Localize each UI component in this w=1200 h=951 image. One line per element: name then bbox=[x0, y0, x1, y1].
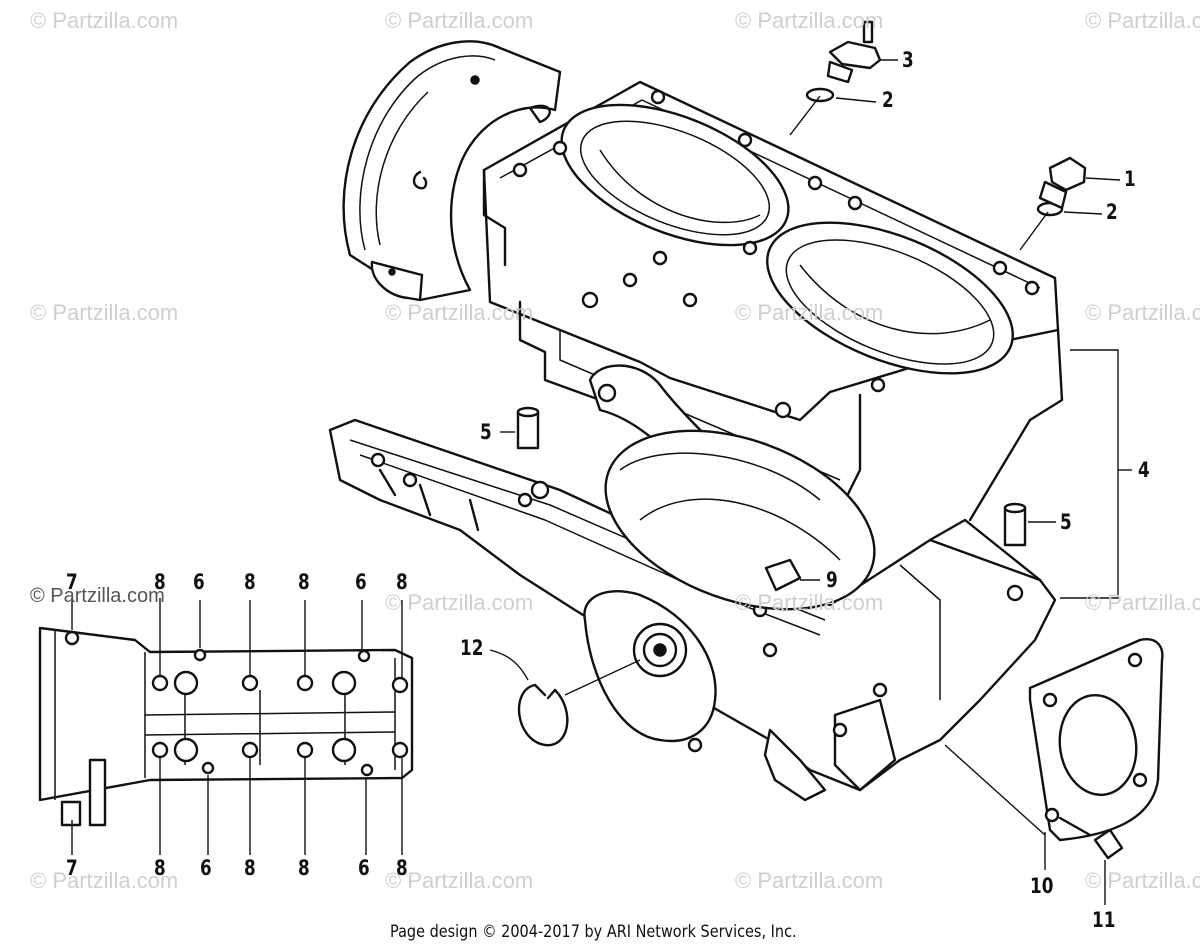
leader-lines bbox=[489, 59, 1132, 905]
part-3-fitting bbox=[826, 20, 882, 84]
watermark: © Partzilla.com bbox=[385, 590, 534, 615]
cover-plate-10 bbox=[1028, 638, 1164, 842]
callout-6[interactable]: 6 bbox=[200, 856, 212, 880]
watermark: © Partzilla.com bbox=[385, 868, 534, 893]
callout-3[interactable]: 3 bbox=[902, 48, 914, 72]
watermark: © Partzilla.com bbox=[1085, 300, 1200, 325]
callout-5[interactable]: 5 bbox=[1060, 510, 1072, 534]
flywheel-housing bbox=[342, 40, 562, 302]
watermark: © Partzilla.com bbox=[385, 8, 534, 33]
callout-4[interactable]: 4 bbox=[1138, 458, 1150, 482]
callout-12[interactable]: 12 bbox=[460, 636, 484, 660]
circlip-12 bbox=[517, 683, 569, 747]
deck-bolt-holes bbox=[512, 89, 1040, 419]
watermark: © Partzilla.com bbox=[735, 8, 884, 33]
washer-2a bbox=[805, 87, 835, 103]
callout-8[interactable]: 8 bbox=[298, 570, 310, 594]
screw-11 bbox=[1058, 816, 1124, 860]
callout-7[interactable]: 7 bbox=[66, 856, 78, 880]
dowel-5b bbox=[1003, 506, 1027, 547]
callout-7[interactable]: 7 bbox=[66, 570, 78, 594]
inset-gasket-view bbox=[38, 598, 414, 855]
callout-11[interactable]: 11 bbox=[1092, 908, 1116, 932]
callout-6[interactable]: 6 bbox=[355, 570, 367, 594]
inset-top-bolts bbox=[64, 630, 409, 696]
watermark: © Partzilla.com bbox=[30, 868, 179, 893]
watermark: © Partzilla.com bbox=[1085, 868, 1200, 893]
watermark: © Partzilla.com bbox=[735, 300, 884, 325]
callout-1[interactable]: 1 bbox=[1124, 167, 1136, 191]
callout-8[interactable]: 8 bbox=[154, 856, 166, 880]
watermark: © Partzilla.com bbox=[1085, 8, 1200, 33]
callout-5[interactable]: 5 bbox=[480, 420, 492, 444]
callout-6[interactable]: 6 bbox=[193, 570, 205, 594]
watermark: © Partzilla.com bbox=[735, 868, 884, 893]
part-9-bushing bbox=[764, 558, 802, 592]
dowel-5a bbox=[516, 410, 540, 450]
watermark-dark: © Partzilla.com bbox=[30, 585, 165, 607]
part-1-bolt bbox=[1038, 156, 1087, 210]
lower-crankcase bbox=[328, 418, 1057, 802]
callout-8[interactable]: 8 bbox=[298, 856, 310, 880]
callout-2[interactable]: 2 bbox=[1106, 200, 1118, 224]
upper-crankcase bbox=[482, 80, 1064, 522]
callout-2[interactable]: 2 bbox=[882, 88, 894, 112]
callout-8[interactable]: 8 bbox=[244, 856, 256, 880]
callout-8[interactable]: 8 bbox=[244, 570, 256, 594]
callout-8[interactable]: 8 bbox=[396, 856, 408, 880]
callout-8[interactable]: 8 bbox=[396, 570, 408, 594]
callout-10[interactable]: 10 bbox=[1030, 874, 1054, 898]
copyright-footer: Page design © 2004-2017 by ARI Network S… bbox=[390, 922, 797, 942]
callout-6[interactable]: 6 bbox=[358, 856, 370, 880]
watermark: © Partzilla.com bbox=[30, 8, 179, 33]
watermark: © Partzilla.com bbox=[1085, 590, 1200, 615]
callout-9[interactable]: 9 bbox=[826, 568, 838, 592]
callout-8[interactable]: 8 bbox=[154, 570, 166, 594]
watermark: © Partzilla.com bbox=[735, 590, 884, 615]
watermark: © Partzilla.com bbox=[30, 300, 179, 325]
watermark: © Partzilla.com bbox=[385, 300, 534, 325]
